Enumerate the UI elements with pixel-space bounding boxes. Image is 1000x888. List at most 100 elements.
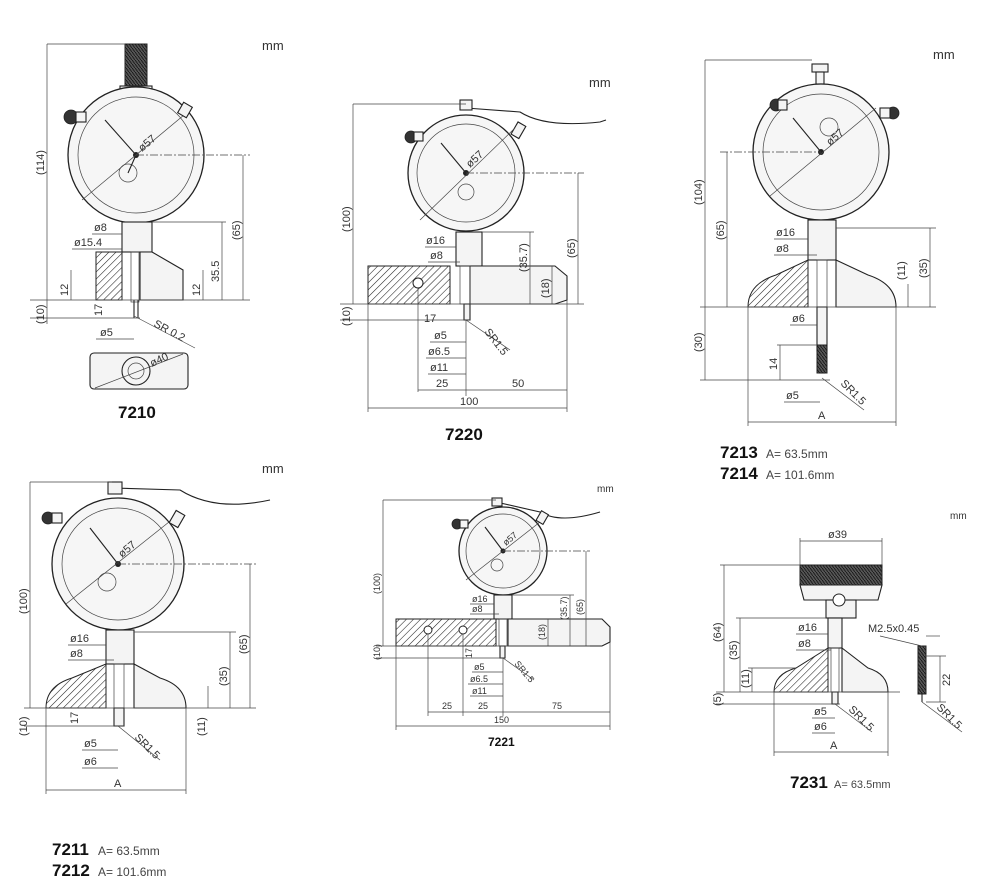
drawing-7220: mm ø57 (100) (65) (35.7) (18) (	[340, 75, 611, 444]
dim-h65: (65)	[231, 220, 243, 240]
drawing-7231: mm ø39 M2.5x0.45 22 SR1.5 (64) (35)	[712, 511, 967, 792]
dim-d8: ø8	[472, 604, 483, 614]
dim-d8: ø8	[70, 648, 83, 660]
model-7213-a: A= 63.5mm	[766, 447, 828, 461]
model-7212-a: A= 101.6mm	[98, 865, 166, 879]
dim-sr: SR1.5	[482, 326, 510, 357]
dim-h104: (104)	[693, 179, 705, 205]
dim-h18: (18)	[540, 278, 552, 298]
drawing-7213-7214: mm ø57 (104) (65) (35) (11) (30	[693, 47, 955, 483]
dim-h5: (5)	[712, 693, 724, 706]
model-7211: 7211	[52, 840, 89, 859]
dim-a: A	[818, 410, 826, 422]
dim-d11: ø11	[472, 686, 487, 696]
dim-d6-5: ø6.5	[470, 674, 488, 684]
dim-h12a: 12	[59, 284, 71, 296]
dim-h35: (35)	[218, 666, 230, 686]
dim-sr: SR1.5	[512, 659, 536, 685]
dim-d5: ø5	[814, 706, 827, 718]
dim-h64: (64)	[712, 622, 724, 642]
unit-label: mm	[933, 47, 955, 62]
dim-h65: (65)	[566, 238, 578, 258]
unit-label: mm	[589, 75, 611, 90]
dim-d8: ø8	[430, 250, 443, 262]
dim-d16: ø16	[70, 633, 89, 645]
dim-h35-7: (35.7)	[518, 243, 530, 272]
dim-d16: ø16	[426, 235, 445, 247]
dim-h35-5: 35.5	[210, 261, 222, 282]
dim-d16: ø16	[776, 227, 795, 239]
model-7213: 7213	[720, 443, 758, 462]
dim-d8: ø8	[776, 243, 789, 255]
dim-h65: (65)	[715, 220, 727, 240]
dim-d6-5: ø6.5	[428, 346, 450, 358]
dim-d5: ø5	[474, 662, 485, 672]
model-7231-a: A= 63.5mm	[834, 779, 891, 791]
dim-w25: 25	[436, 378, 448, 390]
dim-d39: ø39	[828, 529, 847, 541]
dim-d5: ø5	[84, 738, 97, 750]
dim-h11: (11)	[896, 261, 908, 280]
dim-w25b: 25	[478, 701, 488, 711]
dim-h17: 17	[464, 648, 474, 658]
dim-d15-4: ø15.4	[74, 237, 102, 249]
dim-sr: SR1.5	[838, 378, 868, 408]
dim-d16: ø16	[798, 622, 817, 634]
dim-sr2: SR1.5	[934, 702, 964, 732]
dim-w150: 150	[494, 715, 509, 725]
dim-sr: SR1.5	[132, 732, 162, 762]
stem	[124, 43, 148, 89]
dim-w50: 50	[512, 378, 524, 390]
model-7211-a: A= 63.5mm	[98, 844, 160, 858]
knurled-head	[799, 564, 883, 586]
unit-label: mm	[950, 511, 967, 522]
dim-h35-7: (35.7)	[559, 596, 569, 620]
dim-h30: (30)	[693, 332, 705, 352]
dim-h65: (65)	[238, 634, 250, 654]
unit-label: mm	[262, 38, 284, 53]
drawing-7211-7212: mm ø57 (100) (65) (35) (11) (10) 17 ø1	[18, 461, 284, 880]
lift-lever	[111, 487, 271, 505]
dim-h18: (18)	[537, 624, 547, 640]
dim-d6: ø6	[792, 313, 805, 325]
dim-h17: 17	[69, 712, 81, 724]
dim-h35: (35)	[918, 258, 930, 278]
unit-label: mm	[262, 461, 284, 476]
contact-point	[917, 645, 927, 695]
dim-a: A	[114, 778, 122, 790]
dim-h22: 22	[941, 674, 953, 686]
dim-h100: (100)	[372, 573, 382, 594]
dim-h100: (100)	[18, 588, 30, 614]
dim-w75: 75	[552, 701, 562, 711]
dim-h65: (65)	[575, 599, 585, 615]
dim-sr: SR 0.2	[152, 318, 187, 344]
drawing-7221: mm ø57 (100) (65) (35.7) (18) (10) 17	[372, 484, 614, 749]
dim-h10: (10)	[372, 644, 382, 660]
model-7214: 7214	[720, 464, 758, 483]
dim-h114: (114)	[35, 150, 47, 175]
model-7220: 7220	[445, 425, 483, 444]
dim-w100: 100	[460, 396, 478, 408]
dim-sr1: SR1.5	[846, 704, 876, 734]
dim-d8: ø8	[798, 638, 811, 650]
dim-d5: ø5	[100, 327, 113, 339]
dim-d5: ø5	[434, 330, 447, 342]
lift-lever	[495, 501, 601, 519]
dim-d6: ø6	[814, 721, 827, 733]
dim-w25a: 25	[442, 701, 452, 711]
dim-thread: M2.5x0.45	[868, 623, 919, 635]
dim-d5: ø5	[786, 390, 799, 402]
dim-d8: ø8	[94, 222, 107, 234]
model-7214-a: A= 101.6mm	[766, 468, 834, 482]
drawing-7210: mm (114) (65) 35.5 12 12	[30, 38, 284, 422]
dim-d6: ø6	[84, 756, 97, 768]
model-7210: 7210	[118, 403, 156, 422]
dim-h35: (35)	[728, 640, 740, 660]
dim-h12b: 12	[191, 284, 203, 296]
model-7221: 7221	[488, 735, 515, 749]
dim-h10: (10)	[35, 304, 47, 324]
lift-lever	[465, 107, 607, 125]
dim-d16: ø16	[472, 594, 488, 604]
dim-h14: 14	[768, 358, 780, 370]
dim-h100: (100)	[341, 206, 353, 232]
